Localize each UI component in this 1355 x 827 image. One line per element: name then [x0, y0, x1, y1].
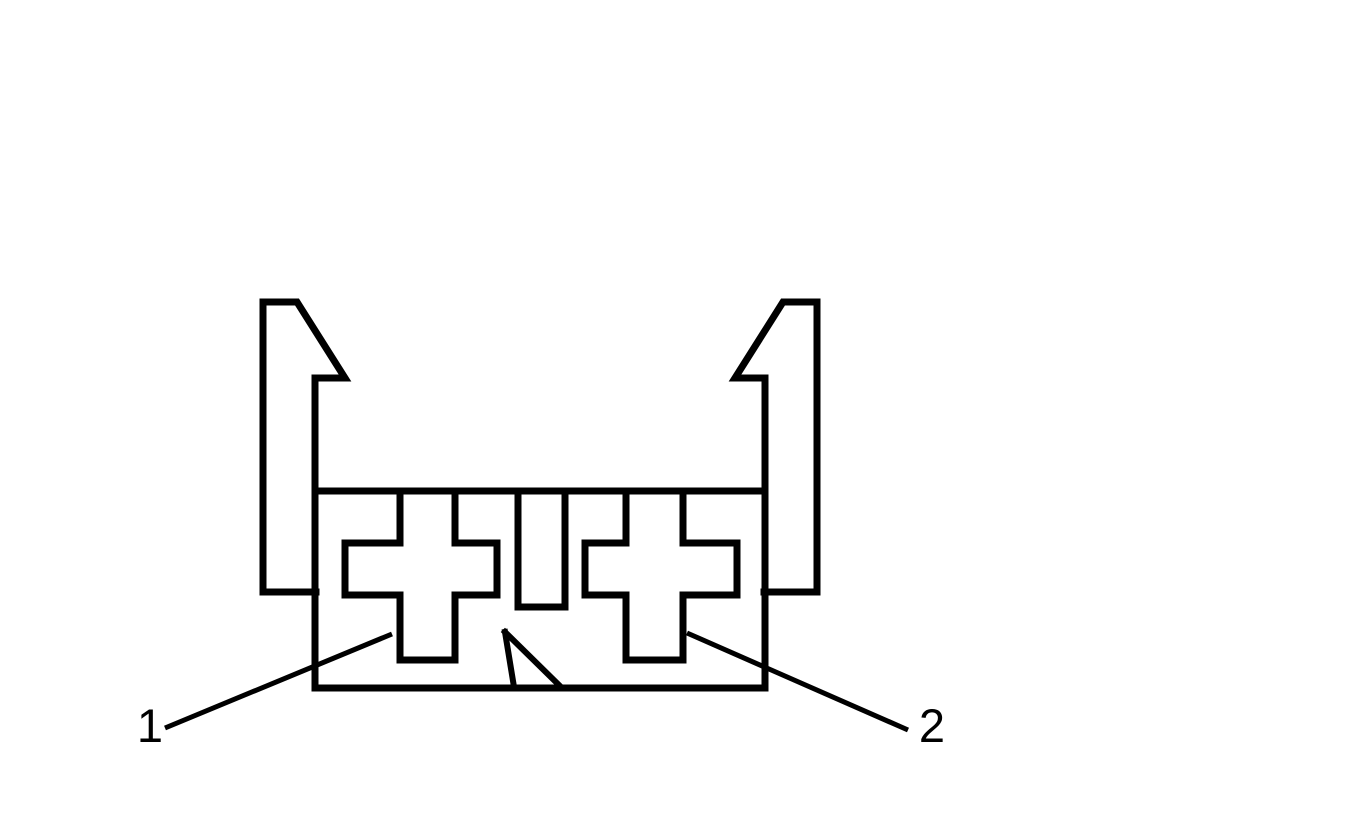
center-divider-slot — [514, 487, 569, 611]
callout-2-leader-line — [685, 630, 910, 733]
callout-2-label: 2 — [919, 699, 945, 752]
iso-blade-rib-4 — [1176, 158, 1209, 254]
isometric-detail-view — [891, 67, 1254, 322]
front-elevation-view — [259, 298, 821, 692]
left-outer-wing-wall — [259, 298, 352, 692]
callout-layer: 1 2 — [137, 630, 945, 752]
iso-latch-head-right — [1234, 120, 1248, 151]
iso-latch-head-top — [1213, 118, 1248, 135]
iso-latch-head-left — [1213, 132, 1234, 151]
iso-latch-post — [1213, 134, 1249, 222]
bottom-keyway-wedge — [500, 627, 566, 692]
right-outer-wing-wall — [728, 298, 821, 692]
bottom-keyway-rib — [501, 628, 518, 691]
iso-housing-top-face — [891, 67, 1254, 222]
iso-divider-rib-1 — [1022, 131, 1063, 287]
callout-1-leader-line — [164, 631, 393, 731]
iso-housing-left-face — [891, 80, 1057, 310]
iso-blade-rib-3 — [1127, 147, 1160, 252]
callout-1-label: 1 — [137, 699, 163, 752]
right-terminal-cavity — [581, 487, 741, 664]
iso-blade-rib-2 — [1071, 156, 1104, 257]
left-terminal-cavity — [341, 487, 501, 664]
